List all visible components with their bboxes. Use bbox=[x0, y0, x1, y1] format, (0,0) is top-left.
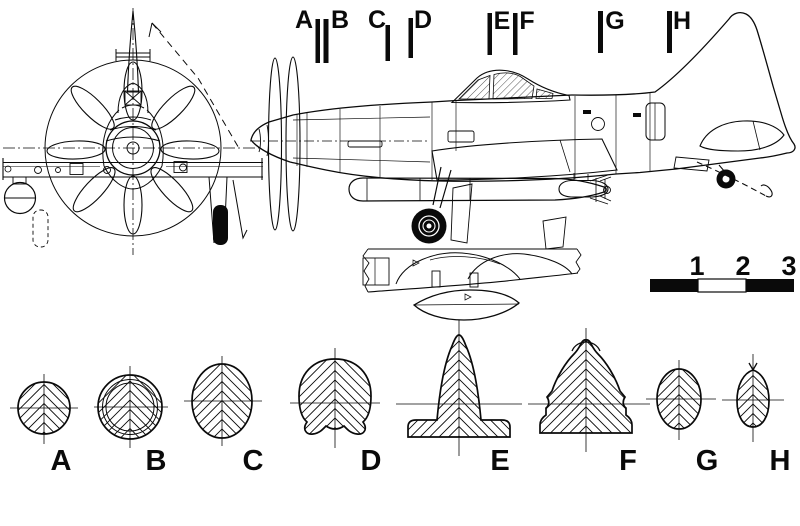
tailplane bbox=[645, 102, 785, 152]
section-label-a: A bbox=[51, 445, 72, 477]
station-bar bbox=[323, 19, 329, 63]
side-view bbox=[250, 12, 796, 250]
tank-pylon bbox=[431, 270, 441, 288]
section-label-e: E bbox=[490, 445, 509, 477]
section-centerlines bbox=[646, 360, 716, 440]
fairing-bulge bbox=[395, 252, 521, 285]
wing-fold-indicator bbox=[148, 22, 241, 151]
section-label-f: F bbox=[619, 445, 637, 477]
canopy bbox=[450, 69, 571, 104]
station-markers: A B C D E F G H bbox=[295, 6, 691, 63]
tail-gear bbox=[673, 156, 773, 198]
arrestor-hook bbox=[696, 161, 767, 197]
finlet bbox=[645, 102, 666, 141]
cross-sections-row bbox=[10, 320, 784, 456]
station-letter-e: E bbox=[494, 7, 511, 35]
cross-section-b bbox=[94, 366, 168, 448]
station-bar bbox=[385, 25, 390, 61]
section-centerlines bbox=[94, 366, 168, 448]
section-label-b: B bbox=[146, 445, 167, 477]
section-outline bbox=[298, 358, 372, 435]
dashed-store-outline bbox=[32, 209, 49, 248]
wing-front bbox=[2, 158, 263, 180]
spinner bbox=[105, 120, 161, 176]
intake-scoop bbox=[447, 130, 475, 143]
tailplane-front bbox=[115, 49, 151, 61]
cockpit-canopy-front bbox=[117, 82, 149, 114]
exhaust-slot bbox=[347, 140, 383, 148]
station-letter-c: C bbox=[368, 6, 386, 34]
section-label-g: G bbox=[696, 445, 719, 477]
section-centerlines bbox=[722, 354, 784, 442]
main-gear bbox=[411, 166, 567, 250]
scale-bar: 1 2 3 bbox=[650, 251, 797, 293]
arrowhead-icon bbox=[148, 22, 162, 38]
station-letter-b: B bbox=[331, 6, 349, 34]
propeller-blade-side bbox=[285, 56, 301, 232]
section-label-h: H bbox=[770, 445, 791, 477]
break-line-right bbox=[575, 248, 582, 274]
station-letter-a: A bbox=[295, 6, 313, 34]
propeller-blade-side bbox=[267, 57, 283, 231]
cross-section-d bbox=[290, 348, 380, 448]
wingtip-light bbox=[4, 165, 12, 173]
section-label-d: D bbox=[361, 445, 382, 477]
canopy-glazing bbox=[458, 72, 554, 100]
porthole bbox=[591, 117, 605, 131]
scale-number-1: 1 bbox=[689, 251, 704, 281]
station-letter-h: H bbox=[673, 7, 691, 35]
section-centerlines bbox=[10, 374, 78, 444]
section-centerlines bbox=[184, 356, 262, 446]
cross-section-g bbox=[646, 360, 716, 440]
drop-tank bbox=[412, 289, 520, 321]
station-bar bbox=[487, 13, 492, 55]
underwing-bomb bbox=[558, 173, 612, 202]
tank-pylon bbox=[469, 272, 479, 288]
scale-number-2: 2 bbox=[735, 251, 750, 281]
wing-root bbox=[431, 138, 618, 181]
belly-detail-view bbox=[362, 248, 582, 321]
break-line-left bbox=[362, 248, 370, 293]
front-view bbox=[2, 8, 263, 255]
gear-door bbox=[450, 183, 473, 244]
station-letter-f: F bbox=[519, 7, 534, 35]
handhold bbox=[583, 110, 591, 114]
handhold bbox=[633, 113, 641, 117]
cross-section-a bbox=[10, 374, 78, 444]
inner-gear-door bbox=[542, 216, 567, 250]
tailwheel-door bbox=[673, 156, 710, 172]
cross-section-labels: A B C D E F G H bbox=[51, 445, 791, 477]
propeller-disc bbox=[44, 59, 222, 237]
main-wheel-front bbox=[213, 205, 228, 245]
station-bar bbox=[598, 11, 603, 53]
panel-lines bbox=[250, 93, 651, 180]
section-centerlines bbox=[528, 328, 650, 452]
marker-triangles bbox=[412, 259, 472, 301]
cross-section-e bbox=[396, 320, 522, 456]
station-bar bbox=[408, 18, 413, 58]
station-letter-g: G bbox=[605, 7, 624, 35]
section-centerlines bbox=[396, 320, 522, 456]
propeller-blades bbox=[46, 61, 220, 235]
scale-segment-black bbox=[746, 279, 794, 292]
station-bar bbox=[667, 11, 672, 53]
section-label-c: C bbox=[243, 445, 264, 477]
cross-section-c bbox=[184, 356, 262, 446]
scale-segment-black bbox=[650, 279, 698, 292]
belly-bottom-line bbox=[367, 272, 579, 293]
fairing-bulge bbox=[467, 253, 573, 280]
tail-fin-front bbox=[126, 10, 140, 93]
station-bar bbox=[315, 19, 320, 63]
section-centerlines bbox=[290, 348, 380, 448]
cross-section-f bbox=[528, 328, 650, 452]
cross-section-h bbox=[722, 354, 784, 442]
station-letter-d: D bbox=[414, 6, 432, 34]
spherical-bomb bbox=[3, 176, 37, 215]
main-gear-front bbox=[208, 176, 248, 245]
belly-panel bbox=[362, 257, 390, 286]
scale-number-3: 3 bbox=[781, 251, 796, 281]
station-bar bbox=[513, 13, 518, 55]
